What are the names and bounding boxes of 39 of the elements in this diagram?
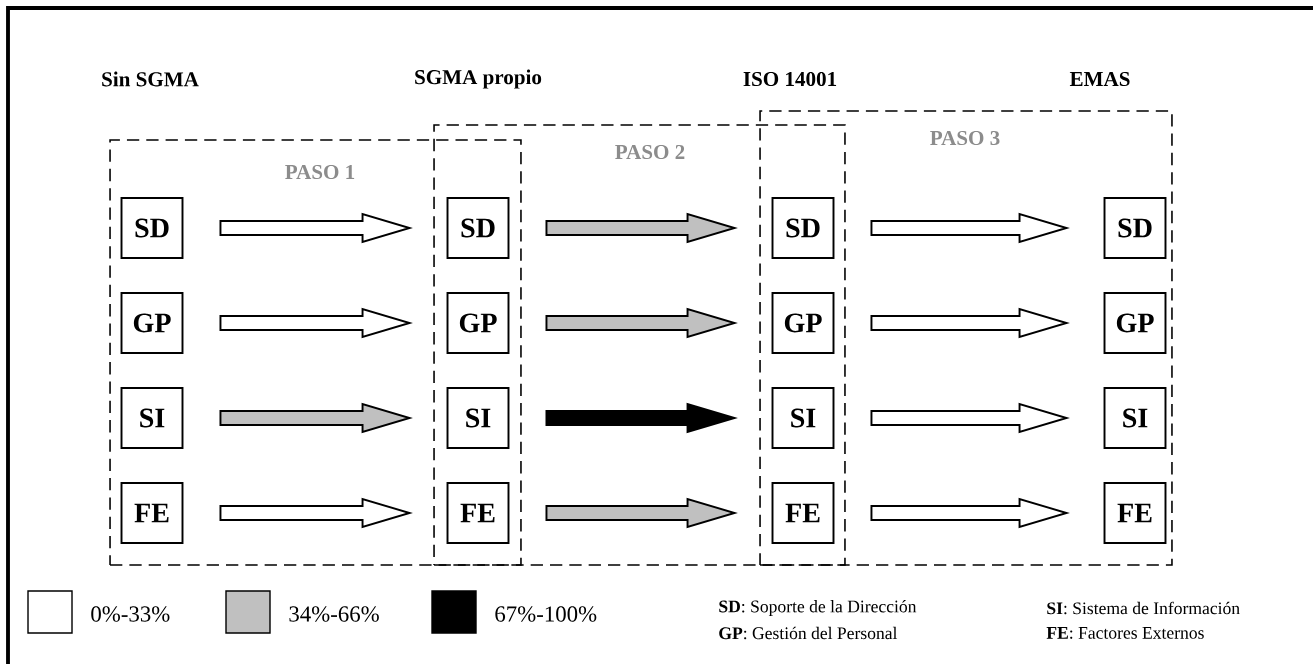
legend-label: 34%-66% <box>289 606 379 622</box>
column-heading: Sin SGMA <box>102 71 199 87</box>
column-heading: ISO 14001 <box>743 71 837 87</box>
abbreviation-note: SI: Sistema de Información <box>1047 601 1240 615</box>
abbreviation-box: GP <box>120 292 184 354</box>
block-arrow <box>870 402 1070 434</box>
block-arrow <box>545 402 738 434</box>
legend-label: 67%-100% <box>495 606 597 622</box>
abbreviation-box: SI <box>1103 387 1167 449</box>
abbreviation-box: SD <box>120 197 184 259</box>
abbreviation-box: FE <box>120 482 184 544</box>
block-arrow <box>219 402 413 434</box>
abbreviation-note: SD: Soporte de la Dirección <box>719 600 917 616</box>
abbreviation-box: SD <box>446 197 510 259</box>
abbreviation-box: FE <box>446 482 510 544</box>
abbreviation-note: GP: Gestión del Personal <box>719 626 898 640</box>
abbreviation-box: SI <box>120 387 184 449</box>
abbreviation-box: GP <box>1103 292 1167 354</box>
legend-label: 0%-33% <box>91 606 170 622</box>
abbreviation-box: GP <box>771 292 835 354</box>
abbreviation-box: GP <box>446 292 510 354</box>
block-arrow <box>870 497 1070 529</box>
block-arrow <box>219 497 413 529</box>
abbreviation-note: FE: Factores Externos <box>1046 627 1204 639</box>
abbreviation-box: SI <box>446 387 510 449</box>
abbreviation-box: FE <box>1103 482 1167 544</box>
block-arrow <box>545 497 738 529</box>
block-arrow <box>545 307 738 339</box>
block-arrow <box>219 212 413 244</box>
abbreviation-box: SI <box>771 387 835 449</box>
abbreviation-box: SD <box>771 197 835 259</box>
block-arrow <box>545 212 738 244</box>
block-arrow <box>870 307 1070 339</box>
column-heading: SGMA propio <box>415 69 542 89</box>
block-arrow <box>219 307 413 339</box>
abbreviation-box: FE <box>771 482 835 544</box>
block-arrow <box>870 212 1070 244</box>
column-heading: EMAS <box>1069 71 1130 87</box>
abbreviation-box: SD <box>1103 197 1167 259</box>
